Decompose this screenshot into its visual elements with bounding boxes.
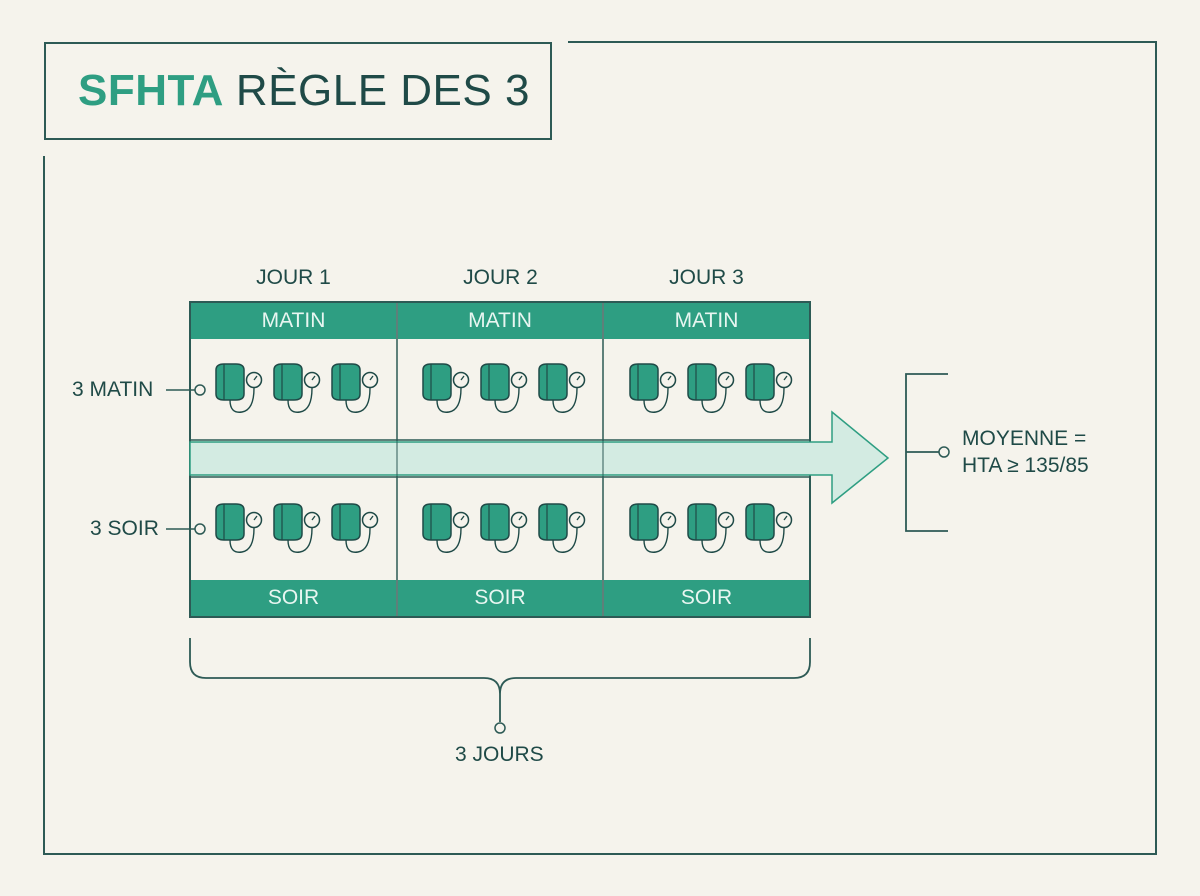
blood-pressure-monitor-icon — [273, 363, 321, 413]
blood-pressure-monitor-icon — [629, 363, 677, 413]
blood-pressure-monitor-icon — [331, 363, 379, 413]
blood-pressure-monitor-icon — [687, 503, 735, 553]
flow-arrow — [189, 410, 890, 505]
title-main: RÈGLE DES 3 — [235, 66, 530, 115]
morning-side-label: 3 MATIN — [72, 378, 154, 401]
outer-frame — [43, 41, 1157, 855]
days-brace-dot — [494, 722, 506, 734]
evening-connector-dot — [194, 523, 206, 535]
title-box: SFHTA RÈGLE DES 3 — [44, 42, 552, 140]
day-label-2: JOUR 2 — [463, 266, 538, 289]
result-line-2: HTA ≥ 135/85 — [962, 454, 1089, 477]
blood-pressure-monitor-icon — [215, 363, 263, 413]
evening-band-day-1: SOIR — [191, 580, 396, 616]
blood-pressure-monitor-icon — [480, 363, 528, 413]
blood-pressure-monitor-icon — [331, 503, 379, 553]
blood-pressure-monitor-icon — [745, 363, 793, 413]
morning-connector-dot — [194, 384, 206, 396]
days-label: 3 JOURS — [455, 743, 544, 766]
evening-side-label: 3 SOIR — [90, 517, 159, 540]
evening-band-day-2: SOIR — [398, 580, 602, 616]
blood-pressure-monitor-icon — [629, 503, 677, 553]
blood-pressure-monitor-icon — [687, 363, 735, 413]
blood-pressure-monitor-icon — [480, 503, 528, 553]
day-label-3: JOUR 3 — [669, 266, 744, 289]
blood-pressure-monitor-icon — [745, 503, 793, 553]
blood-pressure-monitor-icon — [538, 503, 586, 553]
days-brace — [189, 638, 811, 722]
morning-band-day-3: MATIN — [604, 303, 809, 339]
blood-pressure-monitor-icon — [422, 503, 470, 553]
result-dot — [938, 446, 950, 458]
result-line-1: MOYENNE = — [962, 427, 1087, 450]
blood-pressure-monitor-icon — [273, 503, 321, 553]
morning-band-day-2: MATIN — [398, 303, 602, 339]
blood-pressure-monitor-icon — [538, 363, 586, 413]
title-accent: SFHTA — [78, 66, 224, 115]
blood-pressure-monitor-icon — [215, 503, 263, 553]
evening-band-day-3: SOIR — [604, 580, 809, 616]
blood-pressure-monitor-icon — [422, 363, 470, 413]
morning-band-day-1: MATIN — [191, 303, 396, 339]
day-label-1: JOUR 1 — [256, 266, 331, 289]
